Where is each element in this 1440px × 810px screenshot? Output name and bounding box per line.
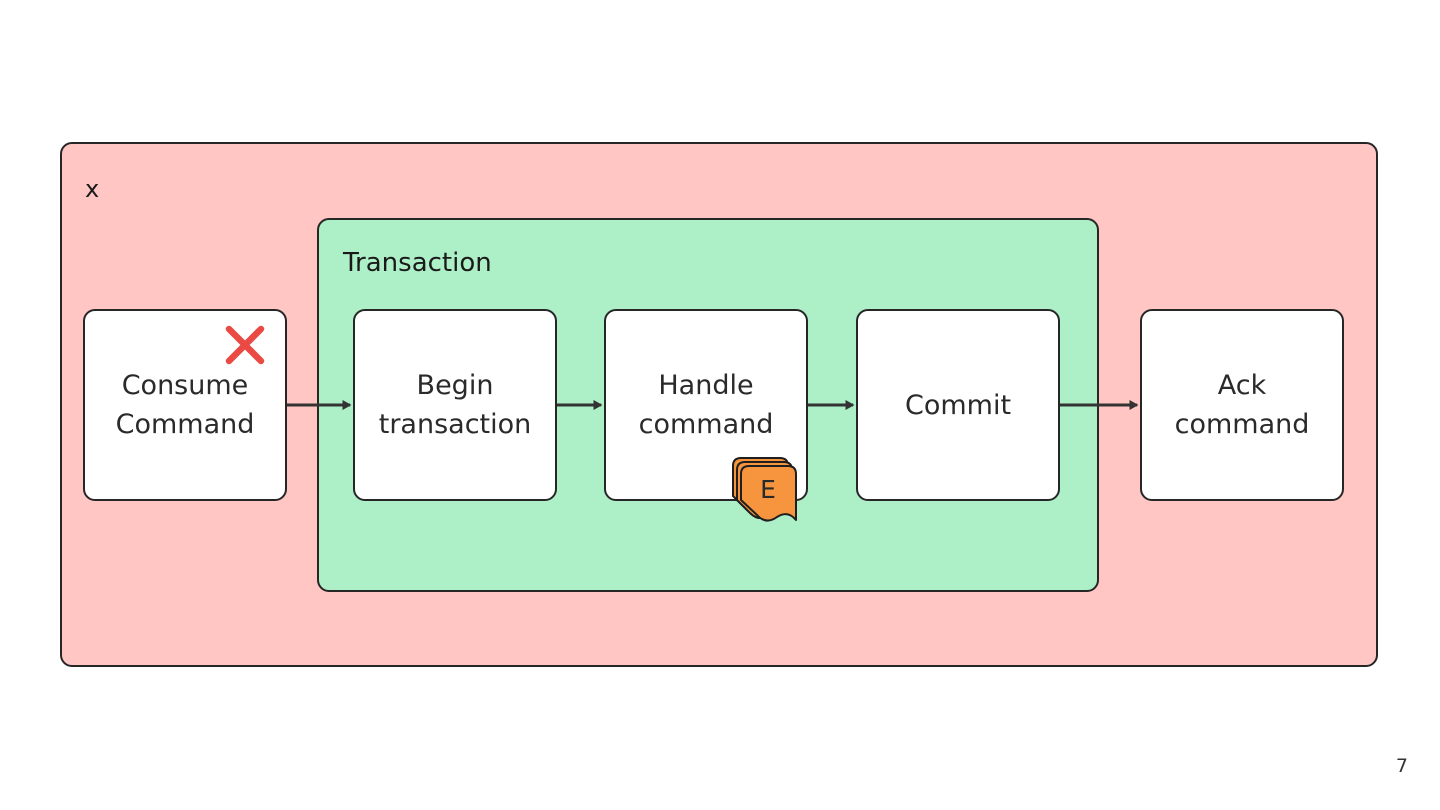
transaction-group-label: Transaction: [343, 248, 492, 278]
step-label: Consume Command: [115, 370, 255, 440]
step-label: Begin transaction: [378, 370, 532, 440]
step-label: Ack command: [1174, 370, 1310, 440]
event-badge-letter: E: [760, 475, 776, 504]
step-label: Commit: [904, 389, 1012, 421]
step-commit: Commit: [856, 309, 1060, 501]
outer-container-label: x: [85, 175, 100, 203]
page-number: 7: [1395, 755, 1408, 777]
stacked-event-cards-icon: [732, 457, 797, 522]
step-label: Handle command: [638, 370, 774, 440]
step-ack-command: Ack command: [1140, 309, 1344, 501]
step-handle-command: Handle command: [604, 309, 808, 501]
step-begin-transaction: Begin transaction: [353, 309, 557, 501]
red-x-icon: [225, 325, 265, 365]
